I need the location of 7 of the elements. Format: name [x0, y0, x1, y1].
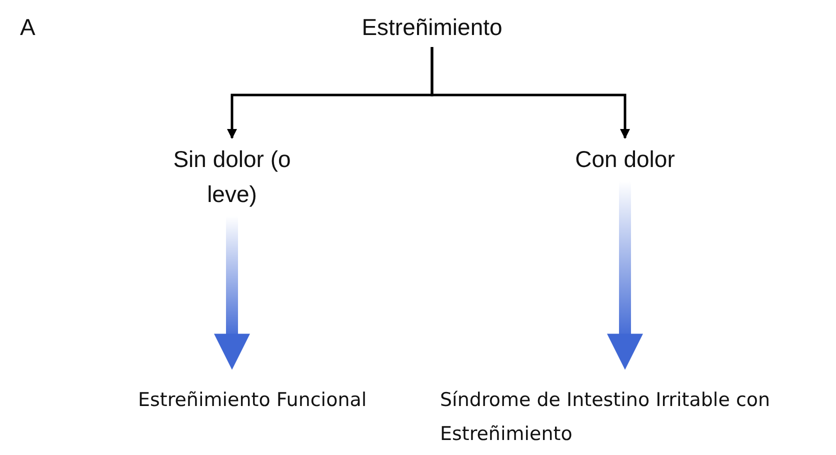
panel-letter: A: [20, 14, 36, 41]
node-text: Estreñimiento: [332, 10, 532, 45]
node-text: Sin dolor (o leve): [172, 142, 292, 212]
node-text: Con dolor: [535, 142, 715, 177]
node-text: Síndrome de Intestino Irritable con Estreñimiento: [440, 383, 836, 451]
node-text: Estreñimiento Funcional: [138, 383, 428, 417]
connector-arrow: [430, 47, 630, 139]
